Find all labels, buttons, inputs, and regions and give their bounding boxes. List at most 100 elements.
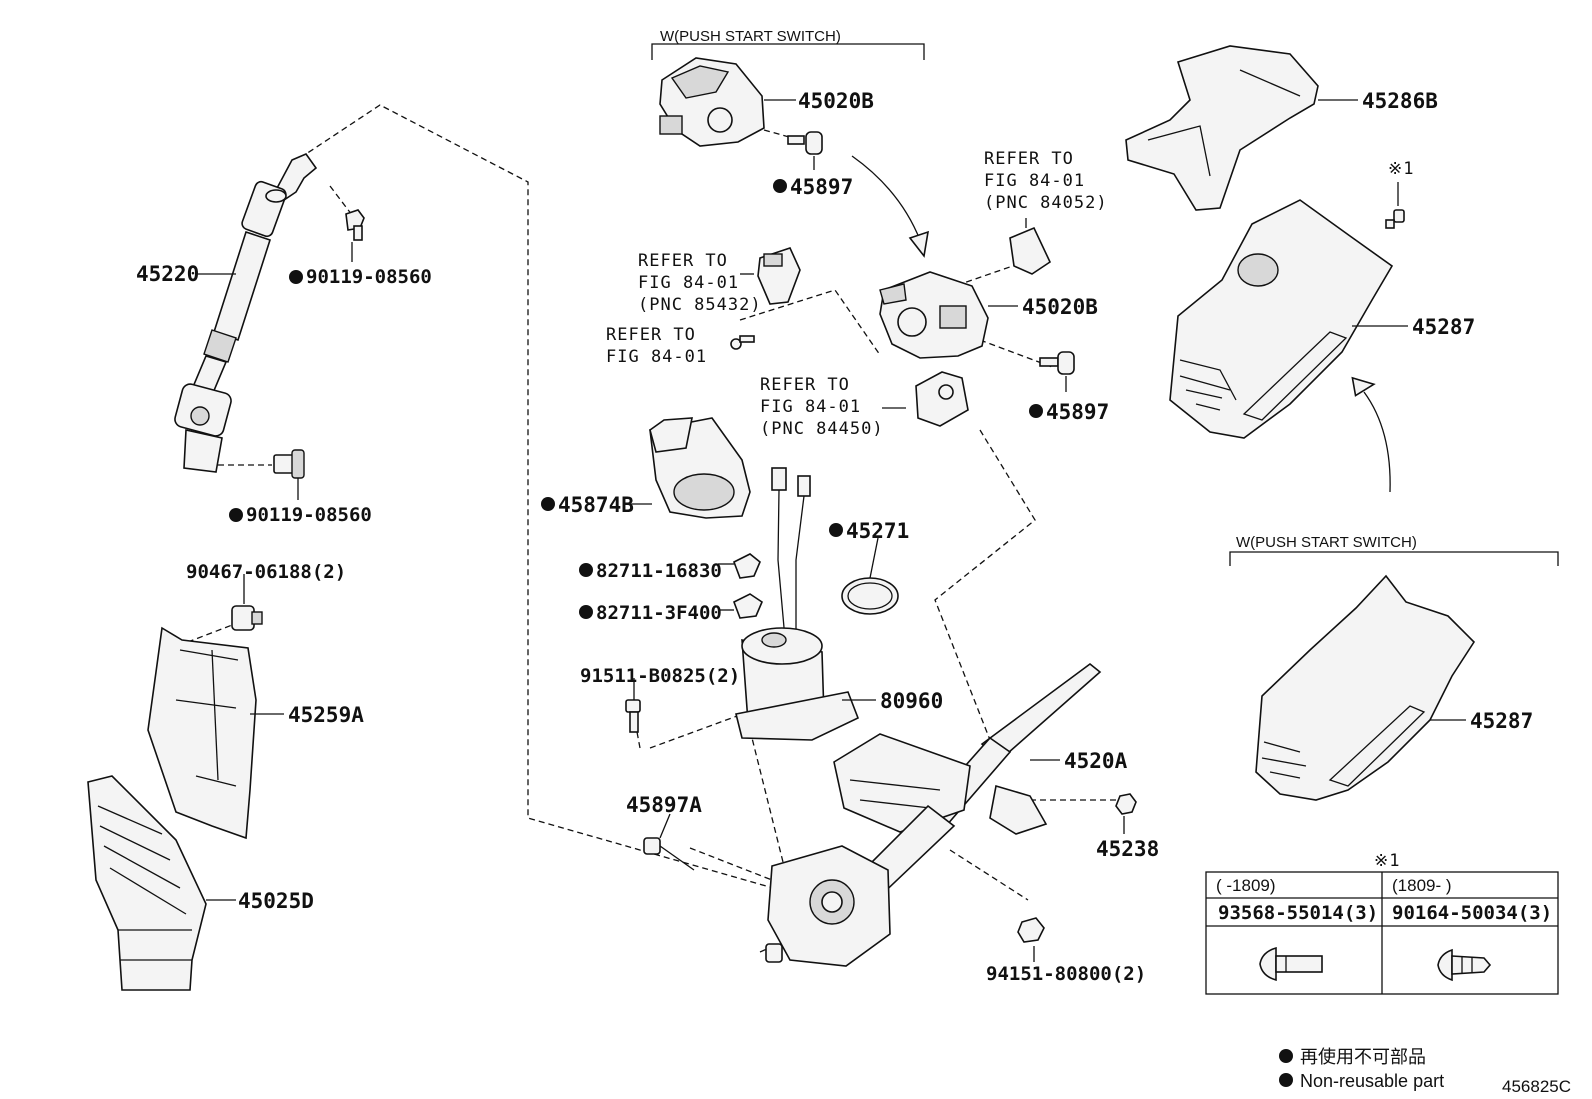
assembly-dashed-lines <box>179 104 1118 953</box>
bolt-45897A <box>643 837 695 871</box>
transponder-pnc84450 <box>915 371 969 427</box>
non-reusable-mark <box>829 523 843 537</box>
refer-note-line: (PNC 84052) <box>984 193 1108 213</box>
upper-cover-45286B <box>1125 45 1319 211</box>
refer-note-line: REFER TO <box>760 375 850 395</box>
label-82711-3F400: 82711-3F400 <box>596 602 722 624</box>
curved-arrow-right <box>1351 376 1391 493</box>
non-reusable-mark <box>1029 404 1043 418</box>
label-91511: 91511-B0825(2) <box>580 665 740 687</box>
refer-note-line: FIG 84-01 <box>606 347 707 367</box>
label-45025D: 45025D <box>238 889 314 913</box>
label-45259A: 45259A <box>288 703 364 727</box>
label-82711-16830: 82711-16830 <box>596 560 722 582</box>
non-reusable-mark <box>229 508 243 522</box>
refer-note-line: REFER TO <box>984 149 1074 169</box>
refer-note-pnc84052: REFER TO FIG 84-01 (PNC 84052) <box>984 149 1108 213</box>
screw-90164-icon <box>1437 948 1492 982</box>
refer-note-line: FIG 84-01 <box>984 171 1085 191</box>
refer-note-line: (PNC 84450) <box>760 419 884 439</box>
wire-harness <box>771 467 811 652</box>
label-4520A: 4520A <box>1064 749 1128 773</box>
refer-note-line: REFER TO <box>638 251 728 271</box>
screw-93568-icon <box>1259 946 1323 982</box>
label-94151: 94151-80800(2) <box>986 963 1146 985</box>
bracket-label: W(PUSH START SWITCH) <box>1236 534 1417 551</box>
non-reusable-mark <box>773 179 787 193</box>
bracket-label: W(PUSH START SWITCH) <box>660 28 841 45</box>
non-reusable-mark <box>289 270 303 284</box>
figure-code: 456825C <box>1502 1077 1571 1096</box>
table-header-right: (1809- ) <box>1392 876 1452 895</box>
bracket-push-start-top: W(PUSH START SWITCH) <box>651 28 925 60</box>
bolt-90119-upper <box>345 209 365 241</box>
switch-housing-45020B-top <box>659 57 765 147</box>
table-header-left: ( -1809) <box>1216 876 1276 895</box>
bolt-91511 <box>625 699 641 733</box>
label-45287-bottom: 45287 <box>1470 709 1533 733</box>
lock-bracket-45874B <box>649 417 751 519</box>
motor-80960 <box>735 627 860 741</box>
label-45238: 45238 <box>1096 837 1159 861</box>
switch-part-pnc85432 <box>757 247 801 305</box>
refer-note-line: REFER TO <box>606 325 696 345</box>
refer-note-fig8401: REFER TO FIG 84-01 <box>606 325 707 367</box>
legend: 再使用不可部品 Non-reusable part <box>1279 1047 1444 1091</box>
clip-90467 <box>231 605 263 631</box>
leader-lines <box>198 99 1466 962</box>
label-45271: 45271 <box>846 519 909 543</box>
note-mark-1: ※1 <box>1388 159 1414 179</box>
switch-housing-45020B-mid <box>879 271 989 359</box>
refer-note-pnc85432: REFER TO FIG 84-01 (PNC 85432) <box>638 251 762 315</box>
ring-45271 <box>841 577 899 615</box>
legend-en: Non-reusable part <box>1300 1071 1444 1091</box>
refer-note-line: (PNC 85432) <box>638 295 762 315</box>
clamp-82711-3F400 <box>732 593 763 619</box>
nut-45238 <box>1115 793 1137 815</box>
screw-45897-mid <box>1039 351 1075 375</box>
curved-arrow-top <box>851 155 930 258</box>
label-45287-top: 45287 <box>1412 315 1475 339</box>
label-45897-mid: 45897 <box>1046 400 1109 424</box>
screw-45897-top <box>787 131 823 155</box>
legend-jp: 再使用不可部品 <box>1300 1047 1426 1067</box>
variant-table: ※1 ( -1809) (1809- ) 93568-55014(3) 9016… <box>1205 851 1559 995</box>
label-90119-lower: 90119-08560 <box>246 504 372 526</box>
intermediate-shaft-45220 <box>174 153 318 473</box>
label-45020B-top: 45020B <box>798 89 874 113</box>
nut-94151 <box>1017 917 1045 943</box>
label-45897-top: 45897 <box>790 175 853 199</box>
table-mark: ※1 <box>1374 851 1400 871</box>
label-80960: 80960 <box>880 689 943 713</box>
refer-note-line: FIG 84-01 <box>760 397 861 417</box>
label-90119-upper: 90119-08560 <box>306 266 432 288</box>
label-45020B-mid: 45020B <box>1022 295 1098 319</box>
table-part-left: 93568-55014(3) <box>1218 902 1378 924</box>
label-90467: 90467-06188(2) <box>186 561 346 583</box>
non-reusable-mark <box>579 605 593 619</box>
callout-labels: 45220 90119-08560 90119-08560 90467-0618… <box>136 89 1533 985</box>
screw-fig8401 <box>730 335 755 350</box>
bracket-push-start-right: W(PUSH START SWITCH) <box>1229 534 1559 566</box>
connector-pnc84052 <box>1009 226 1052 275</box>
legend-dot <box>1279 1073 1293 1087</box>
refer-note-line: FIG 84-01 <box>638 273 739 293</box>
lower-cover-45287-bottom <box>1255 574 1476 801</box>
label-45897A: 45897A <box>626 793 702 817</box>
legend-dot <box>1279 1049 1293 1063</box>
label-45220: 45220 <box>136 262 199 286</box>
label-45286B: 45286B <box>1362 89 1438 113</box>
table-part-right: 90164-50034(3) <box>1392 902 1552 924</box>
refer-note-pnc84450: REFER TO FIG 84-01 (PNC 84450) <box>760 375 884 439</box>
non-reusable-mark <box>541 497 555 511</box>
screw-note1 <box>1385 209 1405 229</box>
boot-45025D <box>87 775 207 991</box>
label-45874B: 45874B <box>558 493 634 517</box>
bolt-90119-lower <box>273 449 305 479</box>
clamp-82711-16830 <box>732 553 761 579</box>
non-reusable-mark <box>579 563 593 577</box>
steering-column-4520A <box>765 662 1102 967</box>
lower-cover-45287-top <box>1169 199 1394 439</box>
cover-45259A <box>147 626 257 840</box>
